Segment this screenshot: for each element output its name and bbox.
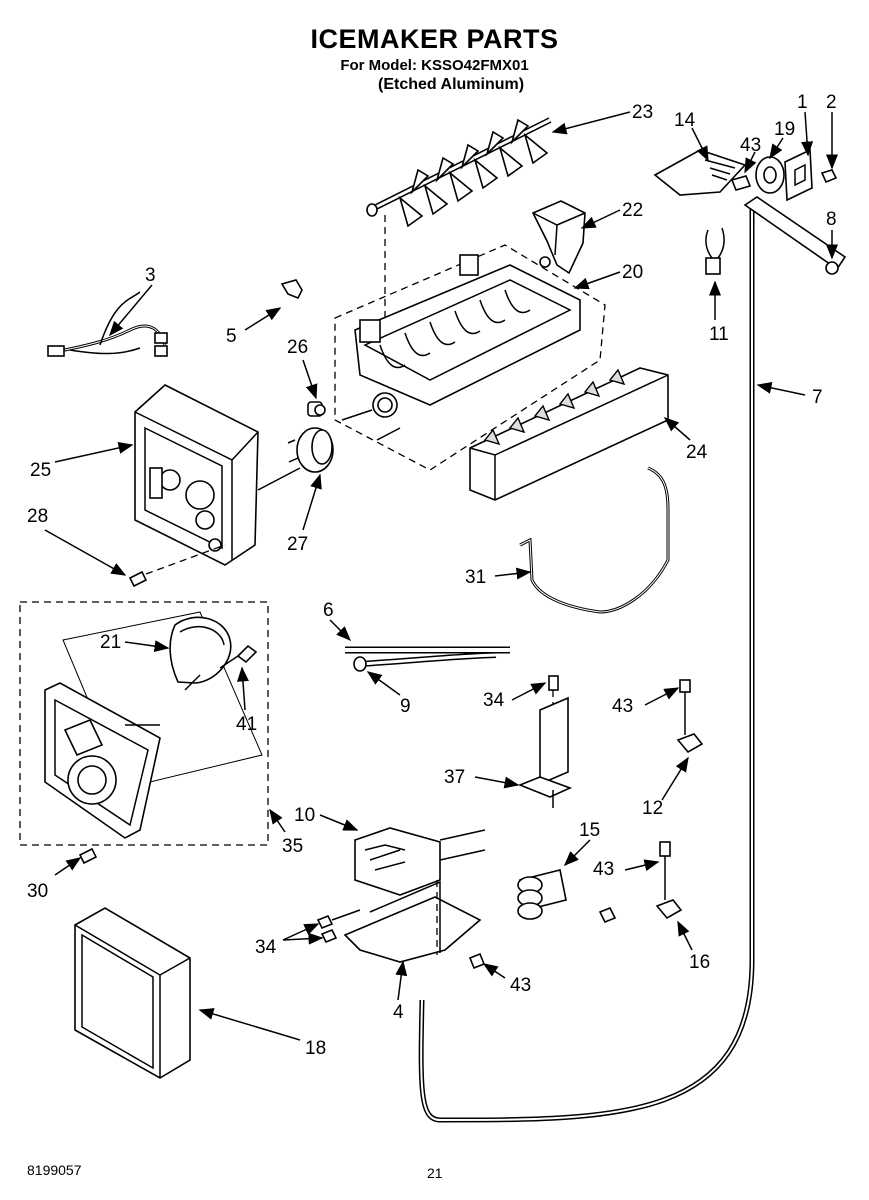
part-10-valve (354, 827, 486, 896)
callout-1: 1 (797, 92, 808, 113)
part-35-control-module (44, 682, 161, 839)
callout-35: 35 (282, 836, 303, 857)
callout-2: 2 (826, 92, 837, 113)
callout-41: 41 (236, 714, 257, 735)
part-31-shutoff-arm (519, 466, 670, 614)
callout-24: 24 (686, 442, 708, 463)
callout-10: 10 (294, 805, 315, 826)
callout-12: 12 (642, 798, 663, 819)
part-21-motor (169, 616, 232, 691)
callout-7: 7 (812, 387, 823, 408)
part-12-clamp (676, 679, 704, 754)
part-28-screw (128, 544, 226, 588)
part-23-ejector (366, 117, 552, 228)
callout-9: 9 (400, 696, 411, 717)
callout-16: 16 (689, 952, 710, 973)
callout-18: 18 (305, 1038, 326, 1059)
callout-43: 43 (740, 135, 761, 156)
callout-14: 14 (674, 110, 696, 131)
part-24-stripper (469, 367, 669, 501)
callout-21: 21 (100, 632, 121, 653)
page-title: ICEMAKER PARTS (310, 24, 559, 54)
part-34-screws (316, 909, 361, 944)
callout-8: 8 (826, 209, 837, 230)
part-3-wire-harness (47, 291, 168, 357)
callout-20: 20 (622, 262, 643, 283)
part-9-tube (353, 652, 497, 672)
callout-labels: 23 14 43 19 1 2 8 22 20 11 7 3 5 26 24 2… (27, 92, 837, 1059)
callout-4: 4 (393, 1002, 404, 1023)
callout-28: 28 (27, 506, 48, 527)
callout-26: 26 (287, 337, 308, 358)
part-26-clip (307, 401, 326, 417)
part-15-spring (517, 869, 617, 924)
callout-43-d: 43 (510, 975, 531, 996)
callout-19: 19 (774, 119, 795, 140)
callout-34: 34 (483, 690, 505, 711)
part-43-screw-lower (468, 952, 486, 970)
part-8-washer (825, 261, 839, 275)
part-20-mold (334, 215, 606, 471)
part-11-fuse (705, 227, 725, 275)
part-37-bracket (517, 675, 573, 808)
page-number: 21 (427, 1165, 443, 1181)
part-16-clamp (655, 841, 683, 920)
callout-43-c: 43 (593, 859, 614, 880)
leader-lines (44, 111, 838, 1041)
part-41-screw (219, 644, 258, 669)
callout-31: 31 (465, 567, 486, 588)
part-19-fitting (730, 156, 785, 194)
model-line: For Model: KSSO42FMX01 (340, 57, 529, 74)
part-22-fill-cup (531, 200, 586, 275)
callout-23: 23 (632, 102, 653, 123)
finish-line: (Etched Aluminum) (378, 76, 525, 93)
callout-11: 11 (709, 324, 729, 345)
callout-5: 5 (226, 326, 237, 347)
callout-43-b: 43 (612, 696, 633, 717)
callout-30: 30 (27, 881, 48, 902)
callout-27: 27 (287, 534, 308, 555)
callout-3: 3 (145, 265, 156, 286)
callout-34-b: 34 (255, 937, 277, 958)
part-14-bracket (653, 149, 747, 196)
part-1-thermostat (784, 148, 838, 202)
part-4-bracket (343, 880, 482, 963)
part-7-fill-tube (418, 196, 847, 1123)
callout-22: 22 (622, 200, 643, 221)
callout-37: 37 (444, 767, 465, 788)
part-5-clip (280, 279, 303, 300)
doc-number: 8199057 (27, 1162, 82, 1178)
callout-15: 15 (579, 820, 600, 841)
part-25-housing (134, 384, 259, 566)
part-30-screw (78, 847, 98, 865)
callout-25: 25 (30, 460, 51, 481)
part-18-cover (74, 907, 191, 1079)
callout-6: 6 (323, 600, 334, 621)
part-27-connector (257, 427, 334, 491)
assembly-35-box (19, 601, 269, 846)
